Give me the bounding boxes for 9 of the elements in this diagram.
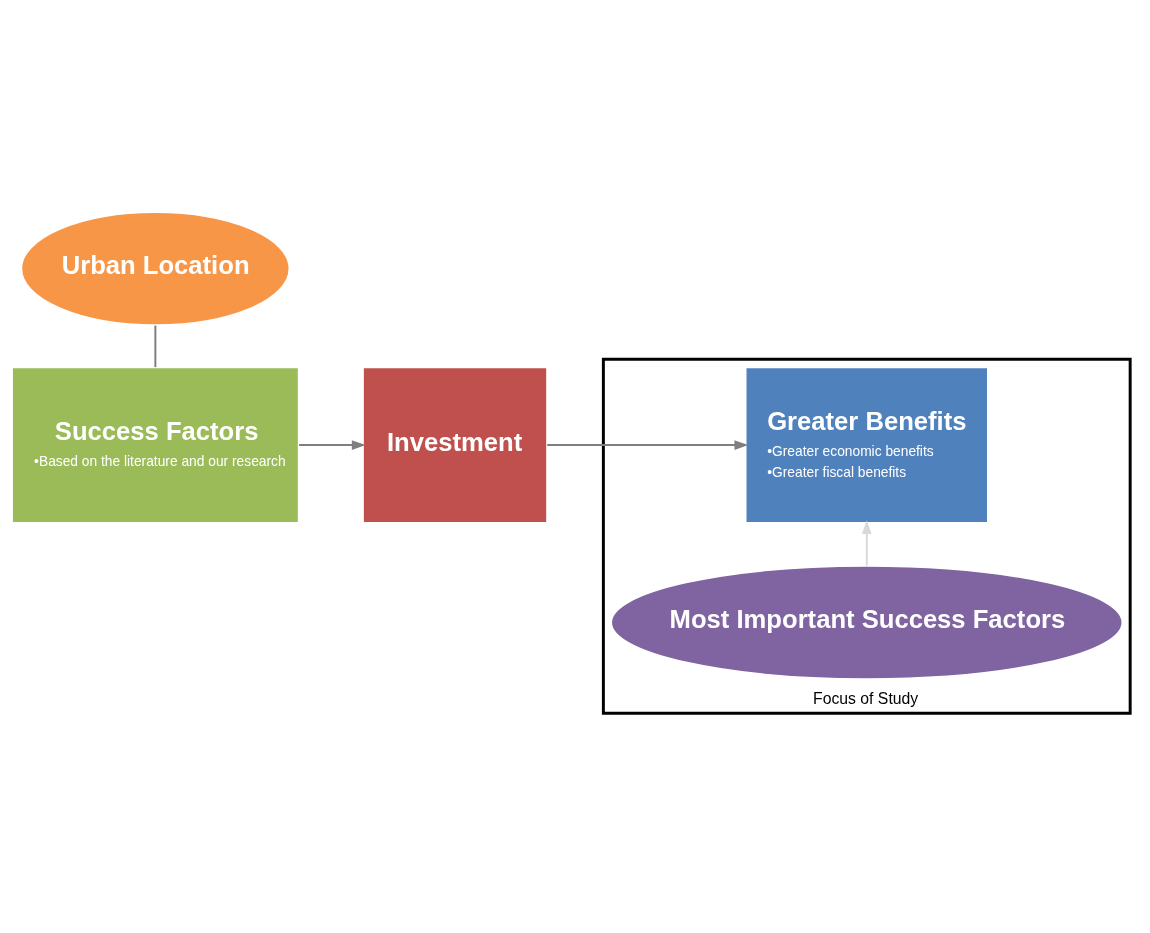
arrow xyxy=(546,440,749,450)
arrow xyxy=(298,440,366,450)
connector xyxy=(154,324,157,369)
node-ellipse: Most Important Success Factors xyxy=(610,564,1124,681)
node-box: Investment xyxy=(361,366,549,524)
arrow xyxy=(861,520,872,567)
node-box: Success Factors •Based on the literature and our research xyxy=(10,366,300,524)
node-box: Greater Benefits •Greater economic benefits •Greater fiscal benefits xyxy=(744,366,989,524)
node-ellipse: Urban Location xyxy=(20,210,291,327)
